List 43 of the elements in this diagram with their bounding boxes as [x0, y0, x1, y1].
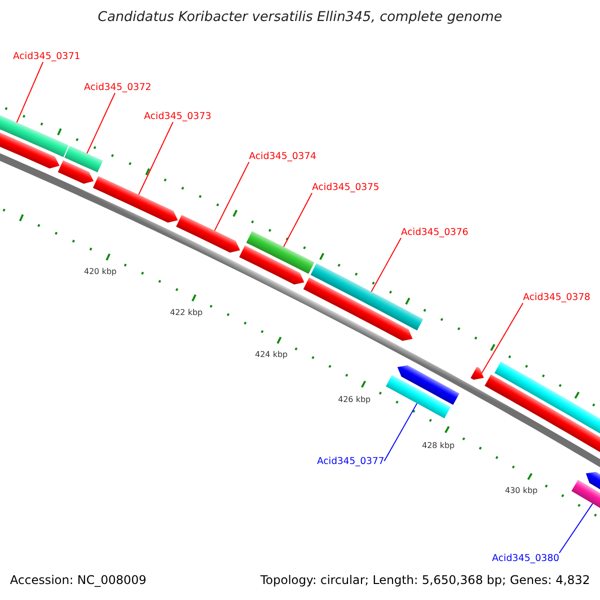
leader-line: [481, 302, 524, 374]
leader-line: [86, 92, 116, 154]
gene-bar: [310, 263, 424, 331]
genome-stats-text: Topology: circular; Length: 5,650,368 bp; Genes: 4,832: [260, 573, 590, 587]
gene-bar: [64, 146, 103, 172]
gene-block: [176, 214, 240, 253]
gene-label: Acid345_0373: [144, 111, 212, 122]
scale-label: 422 kbp: [170, 308, 203, 318]
gene-block: [92, 176, 178, 223]
gene-label: Acid345_0376: [401, 227, 468, 238]
leader-line: [370, 238, 402, 292]
gene-block: [484, 374, 600, 452]
gene-bar: [0, 115, 69, 158]
gene-bar: [494, 362, 600, 434]
map-title: Candidatus Koribacter versatilis Ellin345, complete genome: [98, 9, 502, 25]
gene-block: [586, 472, 600, 490]
gene-block: [397, 365, 460, 405]
gene-label: Acid345_0380: [492, 553, 560, 564]
leader-line: [283, 192, 312, 248]
leader-line: [16, 62, 44, 123]
gene-bar: [386, 374, 451, 418]
gene-label: Acid345_0378: [523, 292, 590, 303]
gene-label: Acid345_0377: [317, 456, 384, 467]
scale-label: 430 kbp: [505, 486, 538, 496]
gene-label: Acid345_0372: [84, 82, 152, 93]
gene-block: [0, 132, 60, 168]
leader-line: [214, 162, 250, 232]
leader-line: [558, 503, 594, 554]
scale-label: 426 kbp: [338, 395, 371, 405]
gene-block: [470, 366, 484, 380]
gene-label: Acid345_0371: [13, 51, 80, 62]
gene-block: [58, 160, 94, 184]
gene-block: [239, 245, 304, 284]
gene-bar: [246, 231, 314, 274]
gene-label: Acid345_0374: [249, 151, 316, 162]
scale-label: 428 kbp: [422, 441, 455, 451]
scale-label: 420 kbp: [84, 267, 117, 277]
gene-label: Acid345_0375: [312, 182, 380, 193]
gene-block: [303, 278, 413, 341]
accession-text: Accession: NC_008009: [10, 573, 146, 587]
leader-line: [138, 122, 174, 196]
leader-line: [384, 402, 418, 462]
scale-label: 424 kbp: [255, 350, 288, 360]
